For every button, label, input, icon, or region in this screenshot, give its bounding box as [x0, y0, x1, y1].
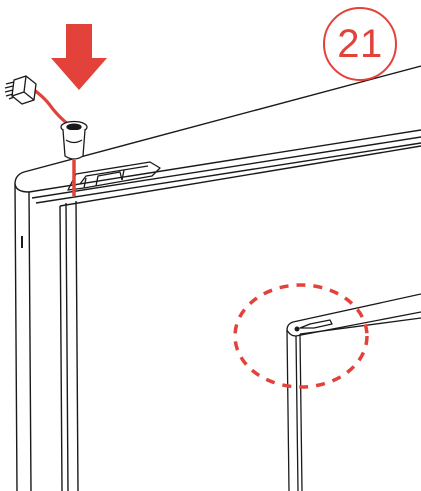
back-panel-top-edge — [14, 65, 421, 185]
back-panel-corner — [14, 183, 30, 193]
back-panel — [14, 65, 421, 491]
plug-connector-icon — [4, 75, 37, 105]
grommet-icon — [60, 120, 88, 160]
front-panel — [286, 293, 421, 491]
step-number-badge: 21 — [323, 7, 397, 81]
back-panel-left-side — [14, 183, 18, 491]
dashed-circle-icon — [233, 283, 369, 389]
cable — [26, 84, 76, 196]
back-panel-top-front-edge — [28, 129, 421, 193]
cable-slot — [67, 161, 161, 191]
down-arrow-icon — [51, 24, 107, 90]
step-number: 21 — [337, 22, 383, 66]
